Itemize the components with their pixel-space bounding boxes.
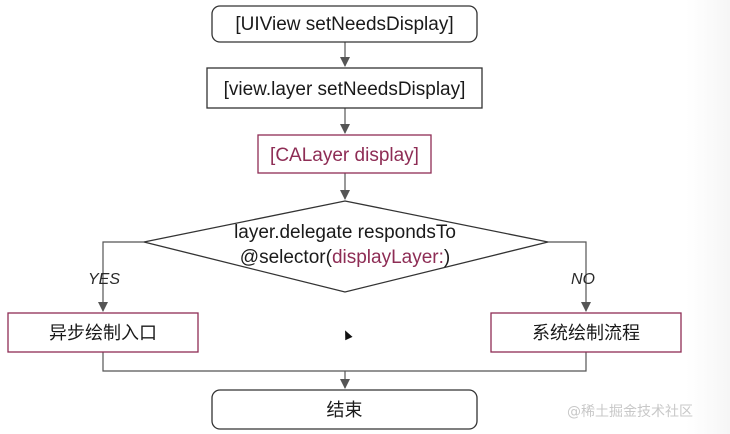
decision-line2-prefix: @selector(	[240, 247, 333, 268]
edge-decision-no	[548, 241, 591, 312]
node-end: 结束	[211, 389, 478, 430]
decision-line2-suffix: )	[444, 247, 450, 268]
node-layer-set: [view.layer setNeedsDisplay]	[206, 67, 483, 109]
watermark: @稀土掘金技术社区	[567, 404, 693, 420]
node-layer-set-label: [view.layer setNeedsDisplay]	[224, 79, 466, 100]
decision-line2: @selector(displayLayer:)	[240, 247, 450, 268]
node-start-label: [UIView setNeedsDisplay]	[235, 14, 453, 35]
edges	[98, 42, 591, 389]
node-async-entry: 异步绘制入口	[7, 312, 199, 353]
node-calayer-display-label: [CALayer display]	[270, 145, 419, 166]
edge-decision-yes	[98, 241, 144, 312]
branch-yes-label: YES	[88, 271, 120, 288]
decision-line1: layer.delegate respondsTo	[234, 222, 456, 243]
node-async-entry-label: 异步绘制入口	[49, 323, 157, 344]
node-calayer-display: [CALayer display]	[257, 134, 432, 174]
edge-system-to-merge	[345, 352, 587, 372]
node-end-label: 结束	[327, 400, 363, 421]
node-decision: layer.delegate respondsTo @selector(disp…	[143, 200, 549, 293]
node-system-flow: 系统绘制流程	[490, 312, 682, 353]
node-start: [UIView setNeedsDisplay]	[211, 5, 478, 43]
branch-no-label: NO	[571, 271, 595, 288]
edge-async-to-merge	[102, 352, 345, 372]
decision-line2-accent: displayLayer:	[332, 247, 444, 268]
node-system-flow-label: 系统绘制流程	[532, 323, 640, 344]
